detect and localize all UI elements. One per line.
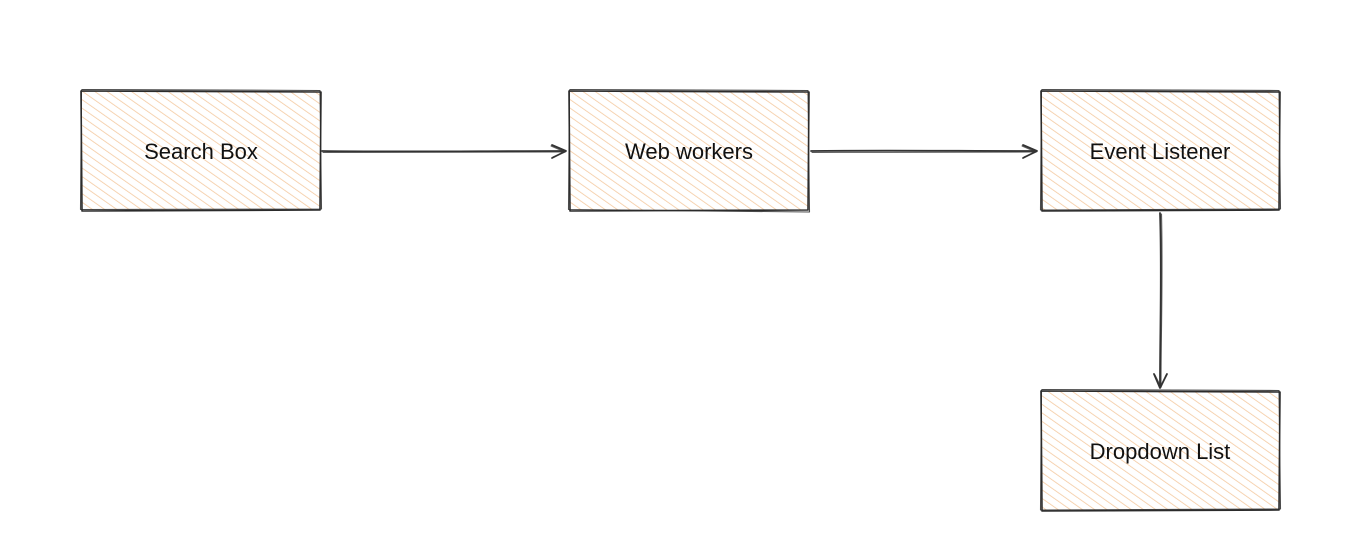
node-event-listener-label: Event Listener: [1090, 139, 1231, 164]
node-search-box[interactable]: Search Box: [79, 88, 323, 212]
node-search-box-fill: [81, 91, 321, 210]
node-dropdown-list[interactable]: Dropdown List: [1039, 388, 1282, 512]
node-web-workers-fill: [569, 91, 809, 210]
node-event-listener[interactable]: Event Listener: [1039, 88, 1282, 212]
node-event-listener-fill: [1041, 91, 1280, 210]
edge-search-box-to-web-workers: [321, 144, 567, 159]
edge-event-listener-to-dropdown-list: [1153, 212, 1168, 389]
node-search-box-label: Search Box: [144, 139, 258, 164]
node-web-workers-label: Web workers: [625, 139, 753, 164]
edge-web-workers-to-event-listener: [810, 144, 1038, 159]
node-web-workers[interactable]: Web workers: [567, 88, 811, 213]
nodes-group: Search Box Web workers Event Listener Dr…: [79, 88, 1282, 512]
edges-group: [321, 144, 1168, 389]
node-dropdown-list-label: Dropdown List: [1090, 439, 1231, 464]
node-dropdown-list-fill: [1041, 391, 1280, 510]
